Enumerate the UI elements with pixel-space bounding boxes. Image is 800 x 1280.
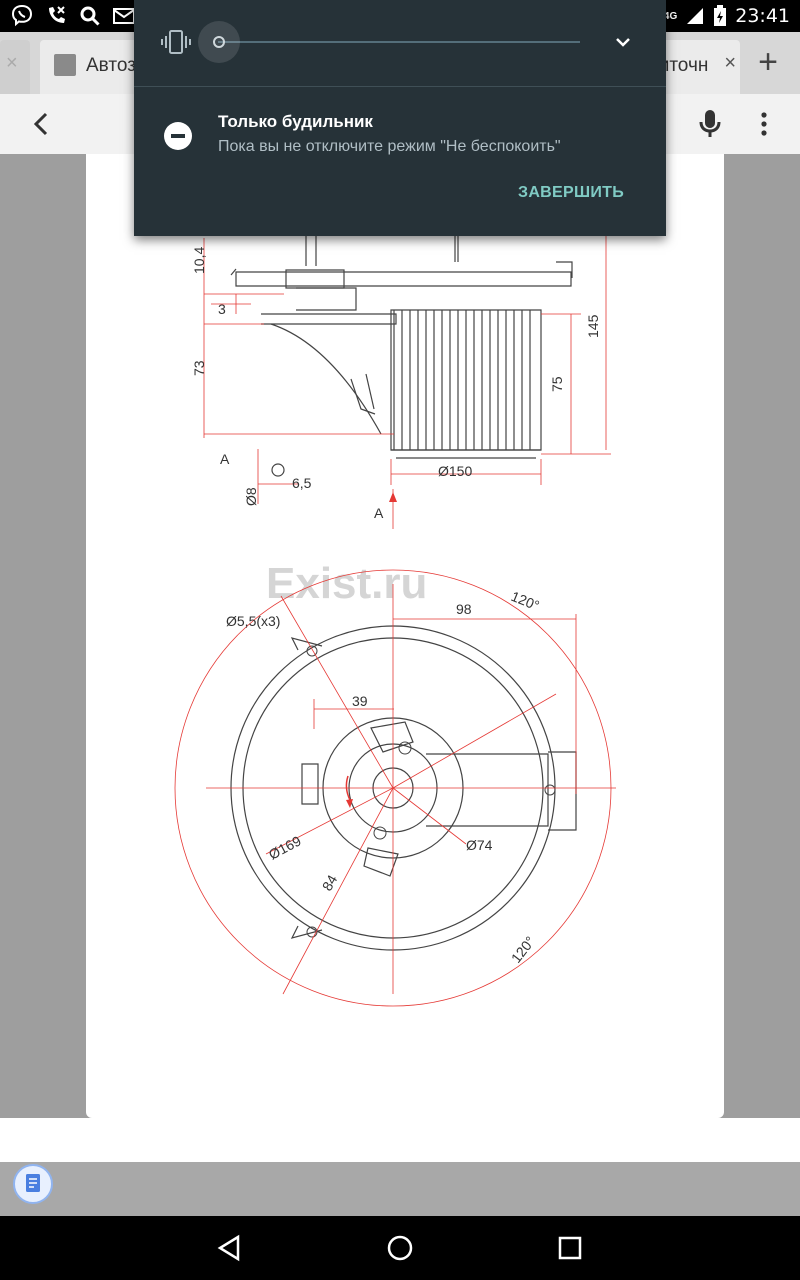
dimension-label: Ø74 — [466, 837, 493, 853]
do-not-disturb-icon — [164, 122, 192, 150]
system-nav-bar — [0, 1216, 800, 1280]
tab-current[interactable]: Автоз — [40, 40, 150, 94]
dnd-mode-title: Только будильник — [218, 112, 373, 131]
viber-icon — [11, 4, 33, 27]
search-icon — [80, 6, 100, 26]
dimension-label: 120° — [509, 588, 542, 614]
dimension-label: 120° — [508, 933, 538, 966]
dimension-label: 84 — [319, 872, 341, 894]
finish-button[interactable]: ЗАВЕРШИТЬ — [518, 184, 625, 201]
tab-close-icon[interactable]: × — [724, 52, 736, 74]
view-label: A — [220, 451, 230, 467]
dimension-label: 6,5 — [292, 475, 312, 491]
chevron-down-icon[interactable] — [612, 34, 634, 50]
document-icon — [26, 1174, 40, 1192]
nav-back-icon[interactable] — [214, 1232, 246, 1264]
document-page: 10,4 3 73 145 75 A 6,5 Ø8 Ø150 A Exist.r… — [86, 154, 724, 1118]
page-footer-strip — [0, 1118, 800, 1162]
tab-close-icon[interactable]: × — [6, 52, 18, 74]
microphone-icon[interactable] — [696, 106, 724, 142]
document-button[interactable] — [13, 1164, 53, 1204]
volume-thumb[interactable] — [213, 36, 225, 48]
view-label: A — [374, 505, 384, 521]
new-tab-button[interactable]: + — [758, 43, 778, 81]
dimension-label: 39 — [352, 693, 368, 709]
dnd-mode-subtitle: Пока вы не отключите режим "Не беспокоит… — [218, 138, 561, 155]
web-content[interactable]: 10,4 3 73 145 75 A 6,5 Ø8 Ø150 A Exist.r… — [0, 154, 800, 1118]
dimension-label: 73 — [191, 360, 207, 376]
dimension-label: Ø8 — [243, 487, 259, 506]
missed-call-icon — [49, 6, 65, 23]
watermark: Exist.ru — [266, 559, 427, 608]
nav-recents-icon[interactable] — [554, 1232, 586, 1264]
volume-slider[interactable] — [198, 21, 582, 63]
mail-icon — [113, 8, 135, 24]
dimension-label: 75 — [549, 376, 565, 392]
dimension-label: Ø150 — [438, 463, 472, 479]
signal-icon — [687, 8, 704, 24]
page-bottom-area — [0, 1162, 800, 1216]
back-arrow-icon[interactable] — [24, 106, 60, 142]
dimension-label: 10,4 — [191, 247, 207, 274]
dimension-label: Ø169 — [266, 832, 304, 862]
divider — [134, 86, 666, 87]
tab-title: Автоз — [86, 55, 136, 76]
battery-charging-icon — [714, 5, 727, 26]
do-not-disturb-panel: Только будильник Пока вы не отключите ре… — [134, 0, 666, 236]
volume-track — [218, 41, 580, 43]
dimension-label: Ø5,5(x3) — [226, 613, 280, 629]
network-type-label: 4G — [663, 10, 678, 22]
dimension-label: 98 — [456, 601, 472, 617]
tab-previous[interactable]: × — [0, 40, 30, 94]
more-vert-icon[interactable] — [752, 106, 776, 142]
dimension-label: 3 — [218, 301, 226, 317]
dimension-label: 145 — [585, 314, 601, 338]
vibrate-icon[interactable] — [160, 28, 192, 56]
nav-home-icon[interactable] — [384, 1232, 416, 1264]
technical-drawing: 10,4 3 73 145 75 A 6,5 Ø8 Ø150 A Exist.r… — [174, 236, 616, 1007]
favicon-icon — [54, 54, 76, 76]
clock: 23:41 — [735, 5, 790, 27]
